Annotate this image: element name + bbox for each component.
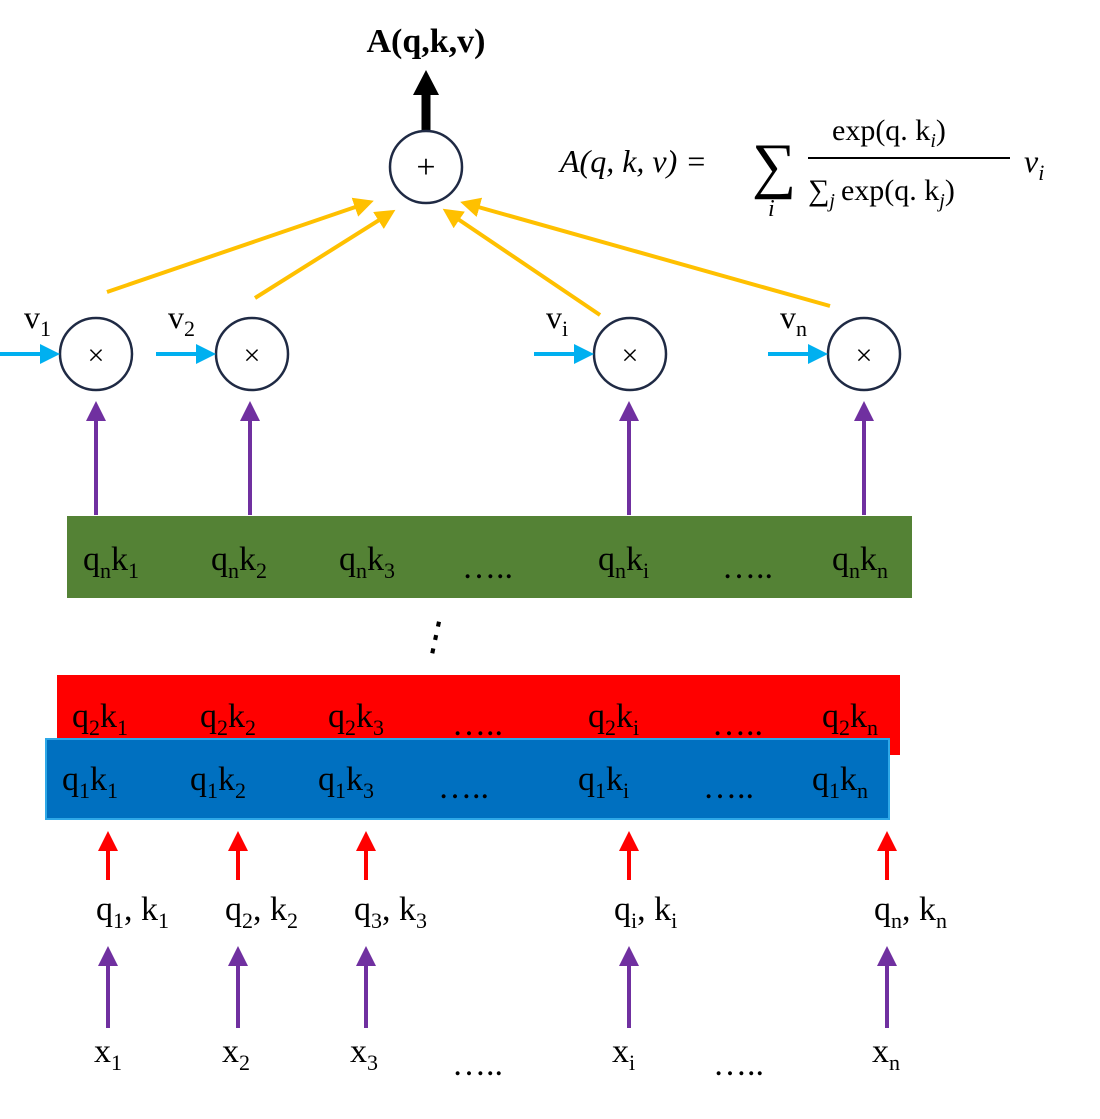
score-cell-q2k2: q2k2	[200, 698, 256, 740]
input-token-i: xi	[612, 1033, 635, 1075]
sum-node: +	[388, 129, 464, 205]
output-title: A(q,k,v)	[366, 23, 485, 60]
ellipsis: …..	[722, 549, 773, 586]
multiply-icon: ×	[622, 339, 639, 372]
qk-label-2: q2, k2	[225, 891, 298, 933]
value-label-2: v2	[168, 299, 195, 341]
score-row-bg-n	[67, 516, 912, 598]
qk-label-i: qi, ki	[614, 891, 677, 933]
score-cell-qnki: qnki	[598, 541, 649, 583]
score-cell-q2k3: q2k3	[328, 698, 384, 740]
ellipsis: …..	[452, 1046, 503, 1083]
multiply-node-n: × vn	[768, 299, 902, 392]
value-label-1: v1	[24, 299, 51, 341]
formula-numerator: exp(q. ki)	[832, 114, 946, 152]
qk-label-3: q3, k3	[354, 891, 427, 933]
sum-symbol: ∑	[752, 132, 796, 200]
multiply-icon: ×	[244, 339, 261, 372]
plus-icon: +	[416, 149, 435, 186]
score-cell-q2kn: q2kn	[822, 698, 878, 740]
formula-rhs: vi	[1024, 143, 1044, 185]
ellipsis: …..	[462, 549, 513, 586]
score-cell-qnk1: qnk1	[83, 541, 139, 583]
ellipsis: …..	[712, 706, 763, 743]
input-token-3: x3	[350, 1033, 378, 1075]
yellow-arrows	[106, 197, 831, 317]
formula-lhs: A(q, k, v) =	[558, 143, 707, 179]
score-cell-q2ki: q2ki	[588, 698, 639, 740]
score-cell-q1ki: q1ki	[578, 761, 629, 803]
ellipsis: …..	[703, 769, 754, 806]
input-token-n: xn	[872, 1033, 900, 1075]
score-cell-q2k1: q2k1	[72, 698, 128, 740]
score-row-bg-1	[45, 738, 890, 820]
multiply-layer: × v1 × v2 × vi × vn	[0, 299, 902, 392]
score-cell-q1k3: q1k3	[318, 761, 374, 803]
ellipsis: …..	[713, 1046, 764, 1083]
input-token-1: x1	[94, 1033, 122, 1075]
vertical-ellipsis: ⋮	[412, 610, 460, 662]
score-cell-qnk2: qnk2	[211, 541, 267, 583]
ellipsis: …..	[438, 769, 489, 806]
score-row-1: q1k1 q1k2 q1k3 ….. q1ki ….. q1kn	[45, 738, 890, 820]
score-cell-q1k2: q1k2	[190, 761, 246, 803]
multiply-node-2: × v2	[156, 299, 290, 392]
qk-label-n: qn, kn	[874, 891, 947, 933]
score-cell-q1kn: q1kn	[812, 761, 868, 803]
purple-arrows-bottom	[98, 946, 897, 1028]
value-label-i: vi	[546, 299, 568, 341]
ellipsis: …..	[452, 706, 503, 743]
multiply-node-i: × vi	[534, 299, 668, 392]
value-label-n: vn	[780, 299, 807, 341]
score-cell-q1k1: q1k1	[62, 761, 118, 803]
sum-subscript: i	[768, 196, 775, 222]
red-arrows	[98, 831, 897, 880]
multiply-icon: ×	[856, 339, 873, 372]
score-cell-qnkn: qnkn	[832, 541, 888, 583]
input-tokens: x1 x2 x3 ….. xi ….. xn	[94, 1033, 900, 1083]
multiply-icon: ×	[88, 339, 105, 372]
qk-label-1: q1, k1	[96, 891, 169, 933]
output-arrow	[413, 70, 439, 132]
multiply-node-1: × v1	[0, 299, 134, 392]
qk-labels: q1, k1 q2, k2 q3, k3 qi, ki qn, kn	[96, 891, 947, 933]
score-row-n: qnk1 qnk2 qnk3 ….. qnki ….. qnkn	[67, 516, 912, 598]
input-token-2: x2	[222, 1033, 250, 1075]
purple-arrows-top	[86, 401, 874, 515]
score-cell-qnk3: qnk3	[339, 541, 395, 583]
